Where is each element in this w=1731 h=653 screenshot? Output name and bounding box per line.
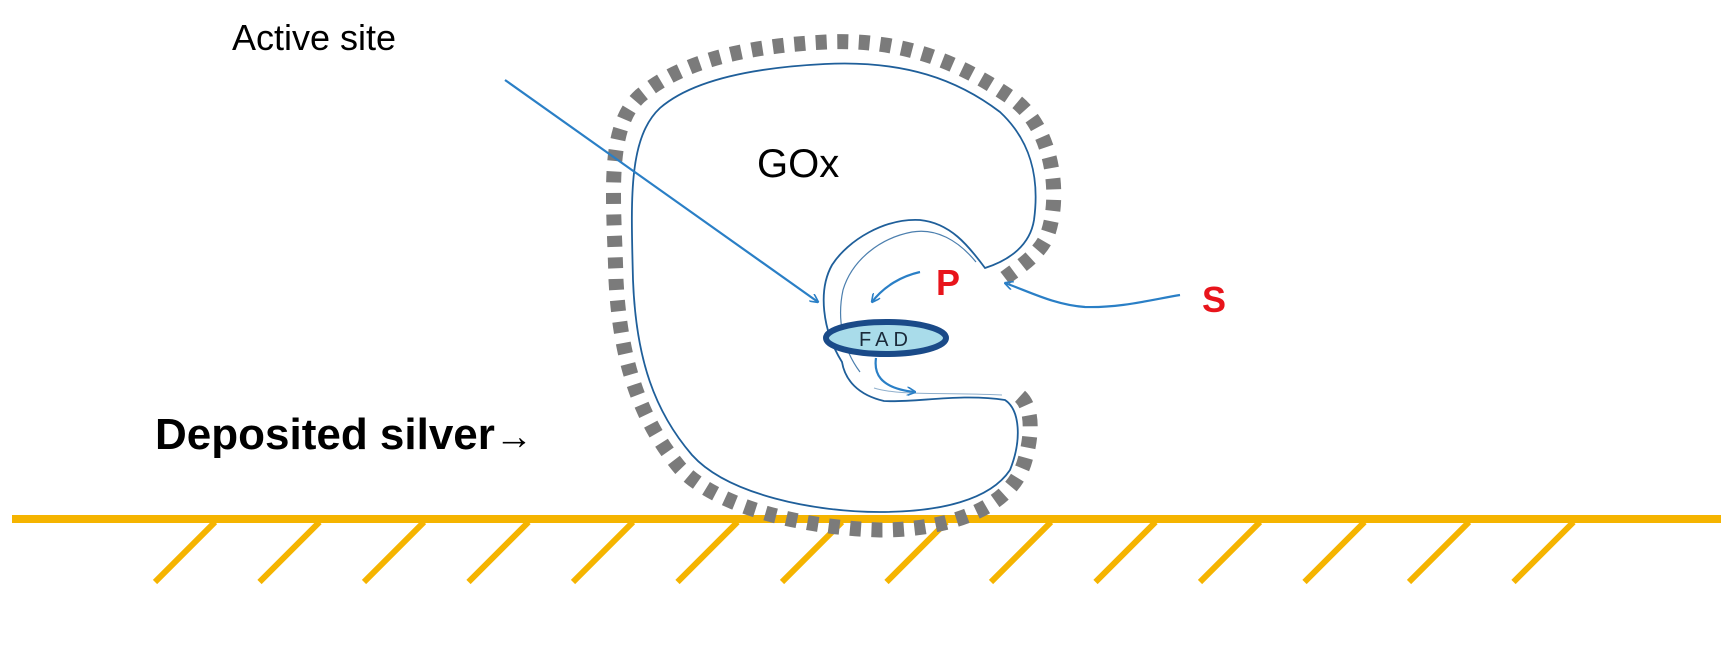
- hatch-mark: [884, 519, 949, 585]
- active-site-pocket-contour-lower: [873, 387, 1003, 396]
- deposited-silver-arrow-glyph: →: [495, 416, 533, 458]
- hatch-mark: [1302, 519, 1367, 585]
- fad-label: FAD: [859, 329, 913, 351]
- active-site-label: Active site: [232, 17, 396, 58]
- gox-label: GOx: [757, 142, 839, 186]
- substrate-label: S: [1202, 279, 1226, 320]
- hatch-mark: [1406, 519, 1472, 585]
- deposited-silver-label: Deposited silver→: [155, 410, 533, 459]
- substrate-hatching: [152, 519, 1576, 585]
- hatch-mark: [570, 519, 636, 585]
- hatch-mark: [1197, 519, 1263, 585]
- fad-to-electrode-arrow: [874, 357, 915, 392]
- fad-cofactor: [823, 319, 949, 357]
- product-to-fad-arrow: [872, 270, 921, 302]
- hatch-mark: [257, 519, 322, 585]
- hatch-mark: [152, 519, 218, 585]
- deposited-silver-layer: [606, 34, 1062, 538]
- product-label: P: [936, 262, 960, 303]
- deposited-silver-text: Deposited silver: [155, 410, 495, 459]
- hatch-mark: [675, 519, 740, 585]
- hatch-mark: [466, 519, 531, 585]
- hatch-mark: [988, 519, 1054, 585]
- hatch-mark: [1093, 519, 1158, 585]
- hatch-mark: [361, 519, 427, 585]
- gold-substrate: [12, 515, 1721, 585]
- active-site-pointer-arrow: [504, 79, 818, 302]
- substrate-entry-arrow: [1005, 283, 1181, 309]
- hatch-mark: [1511, 519, 1576, 585]
- gox-enzyme-outline: [630, 62, 1037, 513]
